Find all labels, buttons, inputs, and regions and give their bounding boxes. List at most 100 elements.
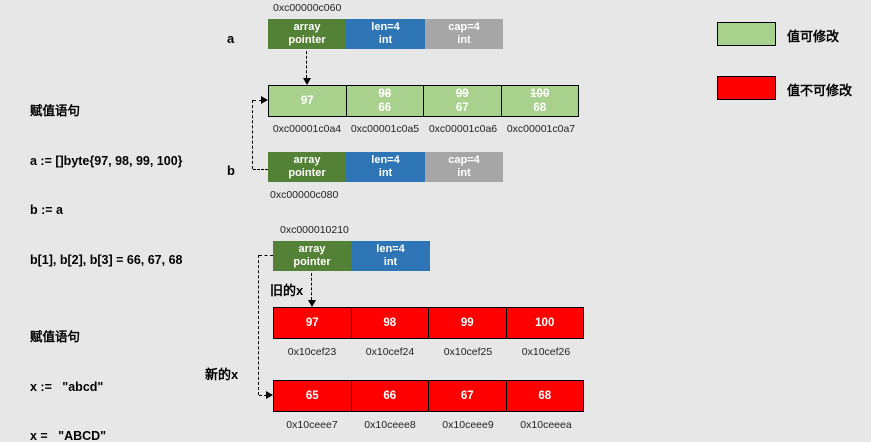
- field-text: int: [378, 34, 393, 46]
- string-x-address: 0xc000010210: [280, 224, 349, 236]
- slice-a-header: array pointer len=4 int cap=4 int: [268, 19, 503, 49]
- cell-old-value: 98: [378, 88, 392, 100]
- field-text: len=4: [371, 153, 400, 166]
- old-string-cell: 99: [429, 308, 507, 338]
- field-text: int: [457, 167, 471, 179]
- legend-immutable-swatch: [717, 76, 776, 100]
- cell-value: 68: [538, 390, 552, 402]
- cell-value: 66: [378, 102, 392, 114]
- field-text: len=4: [376, 242, 405, 255]
- old-string-array: 97 98 99 100: [273, 307, 584, 339]
- slice-a-len-field: len=4 int: [346, 19, 425, 49]
- byte-array-cell: 100 68: [501, 86, 578, 116]
- new-string-addresses: 0x10ceee7 0x10ceee8 0x10ceee9 0x10ceeea: [273, 419, 585, 431]
- pointer-oldx-arrowhead-icon: [308, 300, 316, 307]
- slice-code-block: 赋值语句 a := []byte{97, 98, 99, 100} b := a…: [30, 70, 183, 301]
- slice-a-pointer-field: array pointer: [268, 19, 346, 49]
- cell-address: 0x10ceeea: [520, 419, 572, 431]
- byte-array-cell: 98 66: [346, 86, 424, 116]
- old-string-cell: 98: [351, 308, 429, 338]
- byte-array-cell: 97: [269, 86, 347, 116]
- byte-array: 97 98 66 99 67 100 68: [268, 85, 579, 117]
- cell-address: 0xc00001c0a7: [506, 123, 576, 135]
- pointer-newx-arrowhead-icon: [266, 391, 273, 399]
- string-x-len-field: len=4 int: [351, 241, 430, 271]
- field-text: pointer: [288, 167, 326, 179]
- pointer-newx-dashed-line: [258, 255, 259, 395]
- new-string-array: 65 66 67 68: [273, 380, 584, 412]
- old-string-addresses: 0x10cef23 0x10cef24 0x10cef25 0x10cef26: [273, 346, 585, 358]
- slice-b-cap-field: cap=4 int: [425, 152, 503, 182]
- old-string-cell: 97: [274, 308, 352, 338]
- cell-value: 67: [455, 102, 469, 114]
- cell-address: 0x10cef26: [521, 346, 571, 358]
- code-line: b[1], b[2], b[3] = 66, 67, 68: [30, 252, 183, 267]
- field-text: int: [378, 167, 393, 179]
- pointer-a-dashed-line: [306, 51, 307, 78]
- field-text: pointer: [293, 256, 331, 268]
- cell-value: 65: [305, 390, 319, 402]
- new-string-cell: 65: [274, 381, 352, 411]
- cell-address: 0x10ceee8: [364, 419, 416, 431]
- cell-old-value: 100: [530, 88, 550, 100]
- field-text: pointer: [288, 34, 326, 46]
- slice-b-len-field: len=4 int: [346, 152, 425, 182]
- cell-value: 97: [300, 95, 314, 107]
- field-text: int: [457, 34, 471, 46]
- field-text: len=4: [371, 20, 400, 33]
- cell-address: 0xc00001c0a5: [350, 123, 420, 135]
- cell-address: 0x10cef25: [443, 346, 493, 358]
- cell-address: 0x10cef23: [287, 346, 337, 358]
- cell-value: 99: [460, 317, 474, 329]
- legend-immutable-label: 值不可修改: [787, 83, 853, 98]
- cell-value: 67: [460, 390, 474, 402]
- slice-a-address: 0xc00000c060: [273, 2, 342, 14]
- slice-b-label: b: [227, 163, 235, 178]
- new-string-cell: 66: [351, 381, 429, 411]
- pointer-a-arrowhead-icon: [303, 78, 311, 85]
- cell-value: 97: [305, 317, 319, 329]
- legend-mutable-swatch: [717, 22, 776, 46]
- cell-value: 98: [383, 317, 397, 329]
- cell-address: 0x10ceee7: [286, 419, 338, 431]
- cell-address: 0x10cef24: [365, 346, 415, 358]
- byte-array-cell: 99 67: [424, 86, 502, 116]
- field-text: cap=4: [448, 20, 480, 33]
- cell-value: 100: [535, 317, 555, 329]
- old-x-label: 旧的x: [270, 283, 304, 298]
- byte-array-addresses: 0xc00001c0a4 0xc00001c0a5 0xc00001c0a6 0…: [268, 123, 580, 135]
- field-text: int: [383, 256, 398, 268]
- cell-address: 0x10ceee9: [442, 419, 494, 431]
- code-title: 赋值语句: [30, 104, 81, 118]
- field-text: array: [293, 20, 321, 33]
- pointer-b-dashed-line: [253, 169, 268, 170]
- slice-a-label: a: [227, 31, 235, 46]
- field-text: array: [298, 242, 326, 255]
- code-line: a := []byte{97, 98, 99, 100}: [30, 153, 183, 168]
- old-string-cell: 100: [506, 308, 583, 338]
- new-x-label: 新的x: [205, 367, 239, 382]
- field-text: cap=4: [448, 153, 480, 166]
- cell-old-value: 99: [455, 88, 469, 100]
- cell-value: 68: [533, 102, 547, 114]
- cell-address: 0xc00001c0a6: [428, 123, 498, 135]
- pointer-oldx-dashed-line: [311, 273, 312, 300]
- string-x-header: array pointer len=4 int: [273, 241, 430, 271]
- code-line: x = "ABCD": [30, 429, 107, 442]
- slice-a-cap-field: cap=4 int: [425, 19, 503, 49]
- new-string-cell: 68: [506, 381, 583, 411]
- new-string-cell: 67: [429, 381, 507, 411]
- string-code-block: 赋值语句 x := "abcd" x = "ABCD": [30, 296, 106, 442]
- cell-address: 0xc00001c0a4: [272, 123, 342, 135]
- slice-b-pointer-field: array pointer: [268, 152, 346, 182]
- slice-b-address: 0xc00000c080: [270, 189, 339, 201]
- pointer-newx-dashed-line: [259, 255, 273, 256]
- cell-value: 66: [383, 390, 397, 402]
- code-title: 赋值语句: [30, 330, 81, 344]
- code-line: b := a: [30, 203, 63, 217]
- legend-mutable-label: 值可修改: [787, 29, 840, 44]
- string-x-pointer-field: array pointer: [273, 241, 351, 271]
- pointer-b-dashed-line: [252, 100, 253, 169]
- pointer-newx-dashed-line: [259, 395, 267, 396]
